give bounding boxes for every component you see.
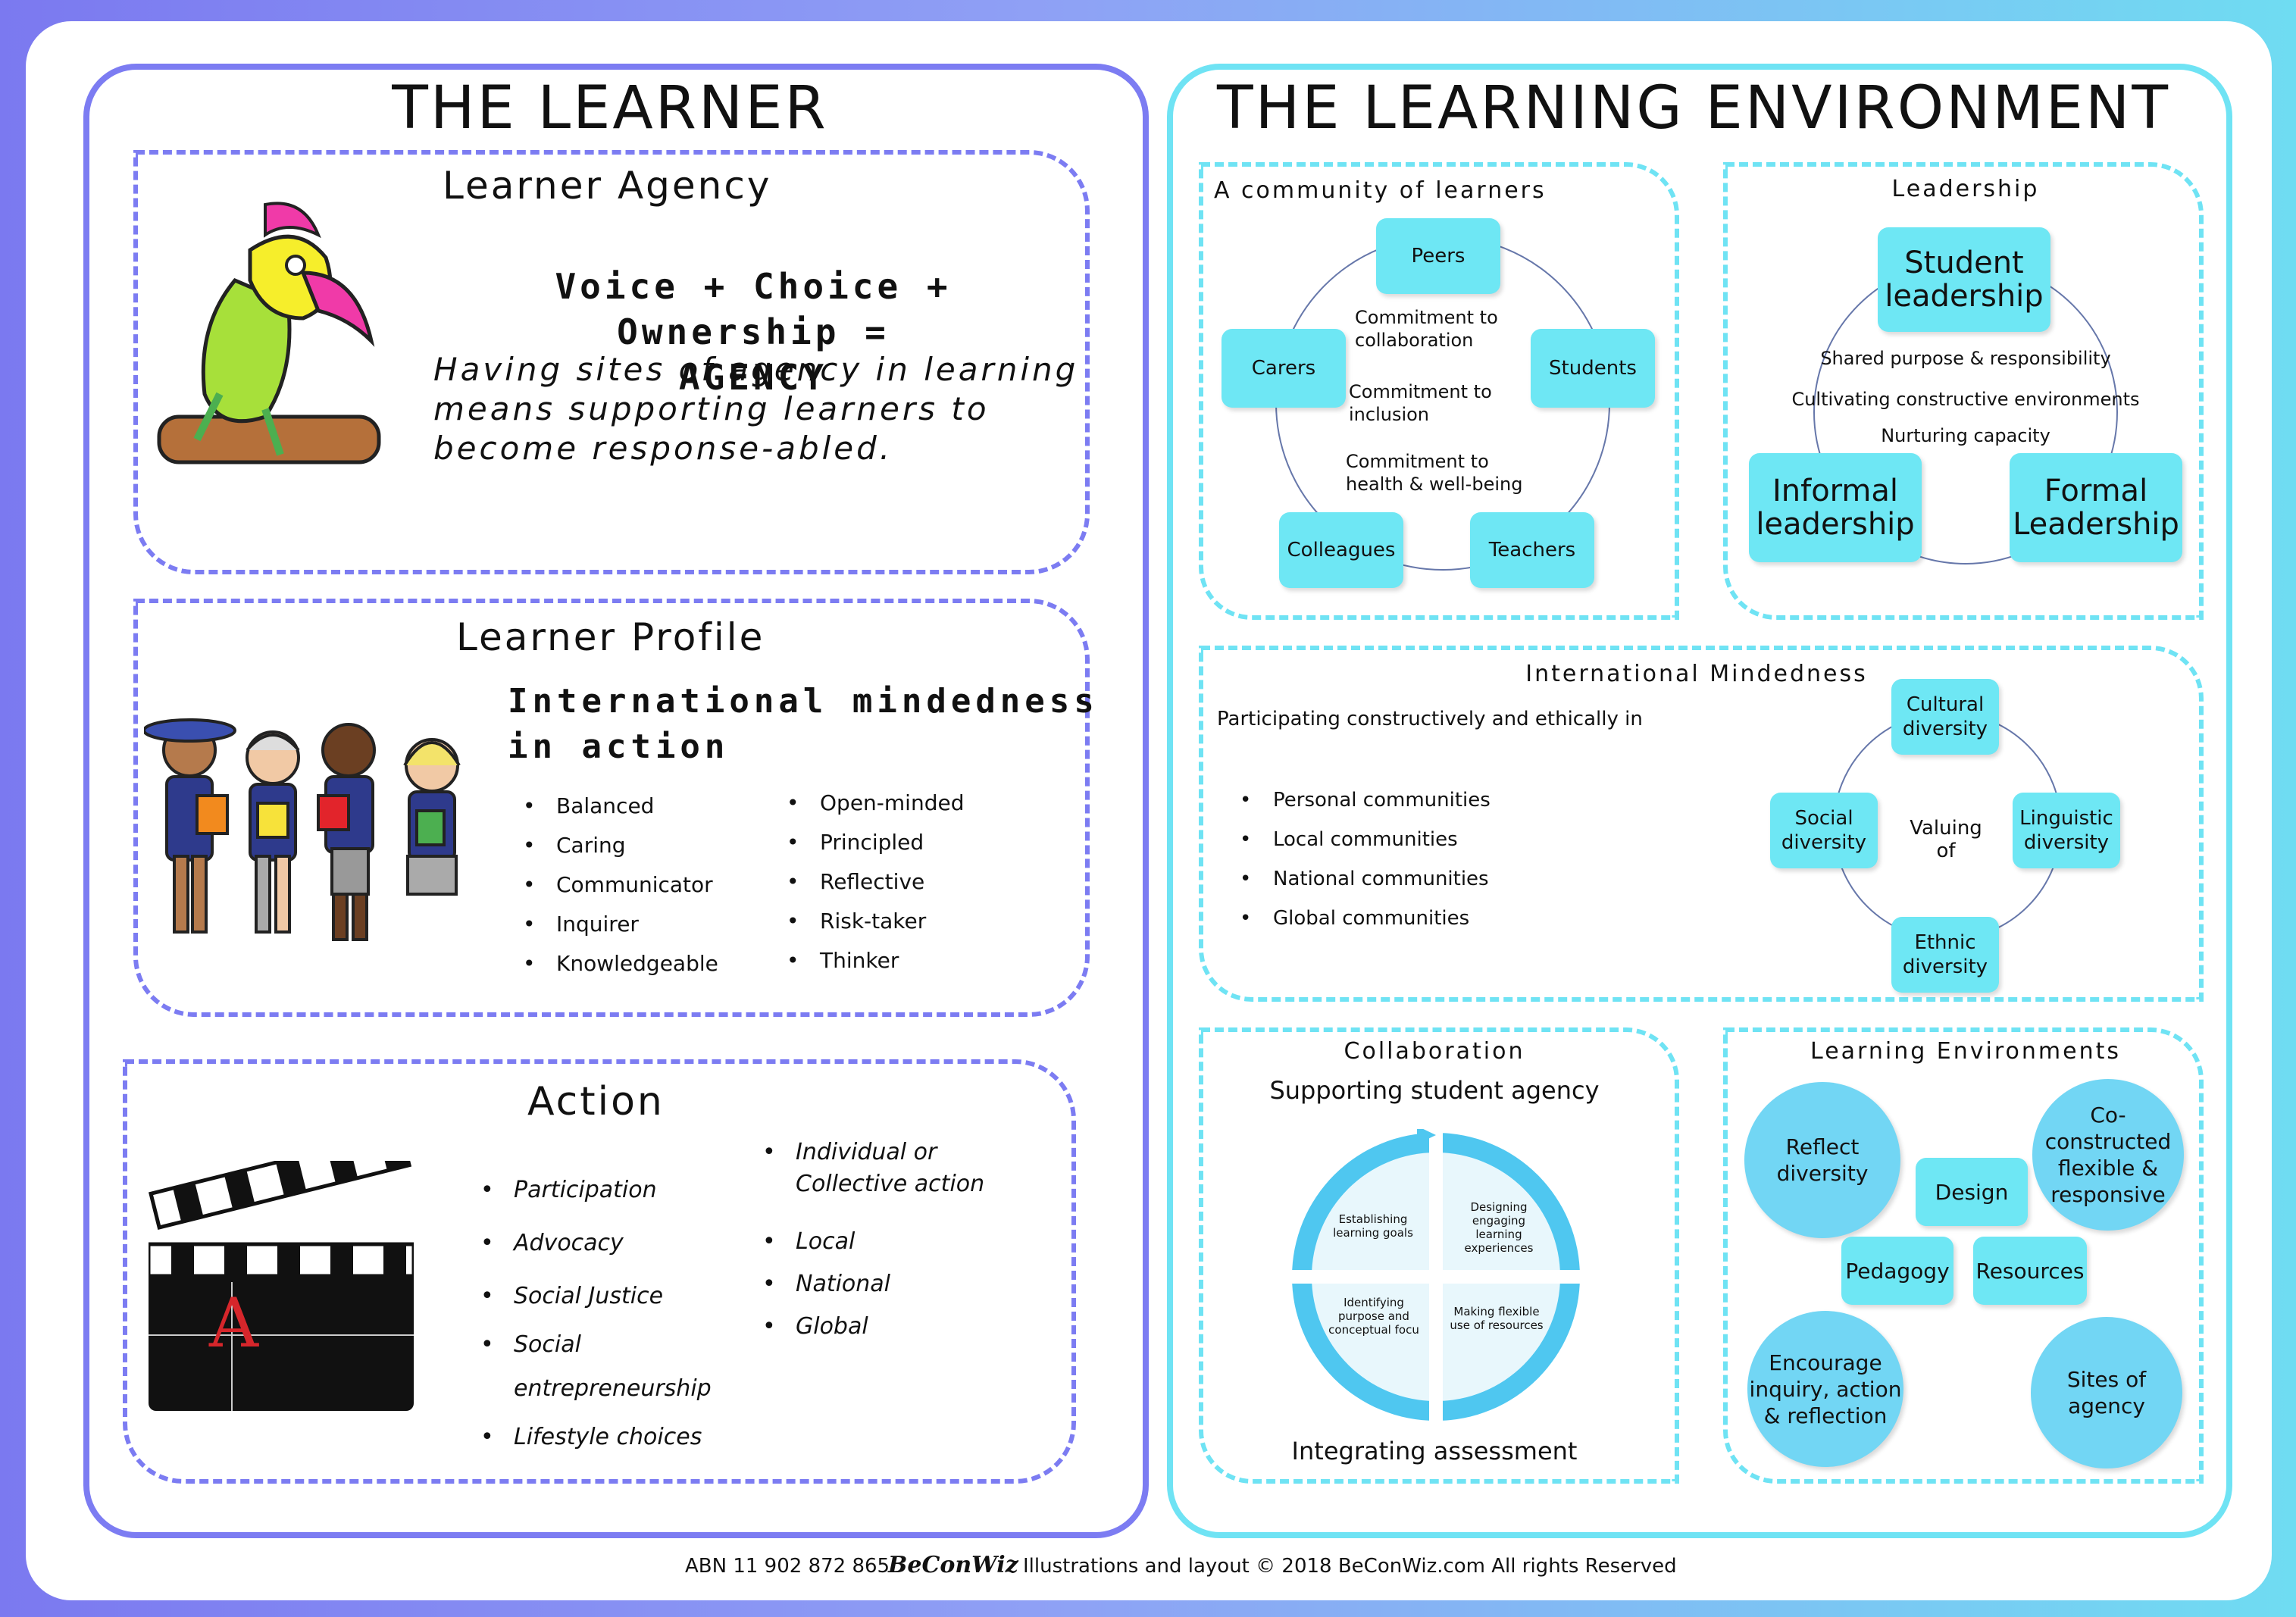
list-item: Social Justice <box>480 1270 730 1323</box>
collaboration-bottom: Integrating assessment <box>1291 1437 1578 1465</box>
list-item: Local <box>762 1226 1050 1258</box>
agency-formula: Voice + Choice + Ownership = AGENCY <box>435 264 1071 400</box>
collab-q3: Identifying purpose and conceptual focu <box>1328 1296 1419 1337</box>
agency-formula-line1: Voice + Choice + Ownership = <box>555 266 952 352</box>
collaboration-box <box>1199 1027 1679 1484</box>
le-reflect-diversity: Reflect diversity <box>1744 1082 1900 1238</box>
node-carers: Carers <box>1222 329 1346 408</box>
list-item: Global communities <box>1240 899 1491 938</box>
im-intro: Participating constructively and ethical… <box>1217 708 1643 730</box>
node-social-diversity: Social diversity <box>1770 793 1878 868</box>
action-heading: Action <box>527 1079 665 1124</box>
collab-q1: Establishing learning goals <box>1333 1212 1413 1240</box>
environment-title: THE LEARNING ENVIRONMENT <box>1216 74 2171 142</box>
collaboration-cycle <box>1288 1129 1584 1425</box>
node-peers: Peers <box>1376 218 1500 294</box>
le-encourage: Encourage inquiry, action & reflection <box>1747 1311 1903 1467</box>
node-colleagues: Colleagues <box>1279 512 1403 588</box>
profile-attributes-col1: Balanced Caring Communicator Inquirer Kn… <box>523 787 718 984</box>
le-pedagogy: Pedagogy <box>1841 1237 1953 1305</box>
list-item: National <box>762 1268 1050 1300</box>
list-item: Principled <box>787 823 964 862</box>
list-item: Caring <box>523 826 718 865</box>
list-item: Social entrepreneurship <box>480 1323 730 1411</box>
list-item: Local communities <box>1240 820 1491 859</box>
im-heading: International Mindedness <box>1525 661 1868 687</box>
commitment-health: Commitment to health & well-being <box>1346 451 1523 495</box>
leadership-line-3: Nurturing capacity <box>1881 425 2050 446</box>
profile-subheading-line1: International mindedness <box>508 682 1099 721</box>
node-students: Students <box>1531 329 1655 408</box>
le-sites-of-agency: Sites of agency <box>2031 1317 2182 1468</box>
le-co-constructed: Co-constructed flexible & responsive <box>2032 1079 2184 1231</box>
environment-panel <box>1167 64 2232 1538</box>
children-illustration <box>144 718 461 941</box>
im-box <box>1199 646 2204 1002</box>
footer-brand-logo: BeConWiz <box>888 1552 1018 1578</box>
clapper-letter: A <box>209 1284 258 1363</box>
node-formal-leadership: Formal Leadership <box>2010 453 2182 562</box>
leadership-line-1: Shared purpose & responsibility <box>1820 348 2111 369</box>
node-student-leadership: Student leadership <box>1878 227 2050 332</box>
collaboration-heading: Collaboration <box>1344 1038 1525 1065</box>
im-communities-list: Personal communities Local communities N… <box>1240 780 1491 938</box>
leadership-line-2: Cultivating constructive environments <box>1791 389 2140 410</box>
learner-profile-box <box>133 599 1090 1017</box>
learner-agency-heading: Learner Agency <box>443 164 772 208</box>
node-ethnic-diversity: Ethnic diversity <box>1891 917 1999 993</box>
list-item: Personal communities <box>1240 780 1491 820</box>
list-item: Communicator <box>523 865 718 905</box>
clapperboard-icon <box>146 1129 416 1411</box>
node-informal-leadership: Informal leadership <box>1749 453 1922 562</box>
list-item: Individual or Collective action <box>762 1137 1050 1200</box>
node-cultural-diversity: Cultural diversity <box>1891 679 1999 755</box>
im-center-label: Valuing of <box>1910 817 1982 862</box>
agency-description: Having sites of agency in learning means… <box>433 351 1079 467</box>
list-item: Risk-taker <box>787 902 964 941</box>
learner-panel <box>83 64 1149 1538</box>
list-item: Inquirer <box>523 905 718 944</box>
commitment-collaboration: Commitment to collaboration <box>1355 307 1498 351</box>
community-heading: A community of learners <box>1214 177 1547 204</box>
community-box <box>1199 162 1679 620</box>
list-item: Lifestyle choices <box>480 1411 730 1464</box>
list-item: Reflective <box>787 862 964 902</box>
leadership-heading: Leadership <box>1891 176 2040 202</box>
action-list-col1: Participation Advocacy Social Justice So… <box>480 1164 730 1464</box>
footer-abn: ABN 11 902 872 865 <box>685 1555 890 1578</box>
learning-environments-heading: Learning Environments <box>1810 1038 2121 1065</box>
collab-q2: Designing engaging learning experiences <box>1464 1200 1534 1255</box>
profile-subheading: International mindedness in action <box>508 679 1099 770</box>
commitment-inclusion: Commitment to inclusion <box>1349 381 1492 425</box>
le-design: Design <box>1916 1158 2028 1226</box>
list-item: Thinker <box>787 941 964 981</box>
learning-environments-box <box>1723 1027 2204 1484</box>
learner-profile-heading: Learner Profile <box>456 615 765 659</box>
agency-formula-line2: AGENCY <box>678 357 828 398</box>
learner-title: THE LEARNER <box>392 74 828 142</box>
list-item: Open-minded <box>787 783 964 823</box>
learner-agency-box <box>133 150 1090 574</box>
footer-rights: Illustrations and layout © 2018 BeConWiz… <box>1023 1555 1677 1578</box>
le-resources: Resources <box>1973 1237 2087 1305</box>
parrot-illustration <box>157 202 381 464</box>
node-teachers: Teachers <box>1470 512 1594 588</box>
list-item: Participation <box>480 1164 730 1217</box>
action-list-col2: Individual or Collective action Local Na… <box>762 1137 1050 1343</box>
node-linguistic-diversity: Linguistic diversity <box>2013 793 2120 868</box>
list-item: Global <box>762 1311 1050 1343</box>
profile-subheading-line2: in action <box>508 727 730 766</box>
leadership-box <box>1723 162 2204 620</box>
profile-attributes-col2: Open-minded Principled Reflective Risk-t… <box>787 783 964 981</box>
action-box <box>123 1059 1076 1484</box>
list-item: National communities <box>1240 859 1491 899</box>
list-item: Knowledgeable <box>523 944 718 984</box>
clapperboard-illustration: A <box>146 1129 416 1415</box>
collaboration-subheading: Supporting student agency <box>1269 1076 1600 1105</box>
collab-q4: Making flexible use of resources <box>1450 1305 1544 1332</box>
list-item: Balanced <box>523 787 718 826</box>
list-item: Advocacy <box>480 1217 730 1270</box>
